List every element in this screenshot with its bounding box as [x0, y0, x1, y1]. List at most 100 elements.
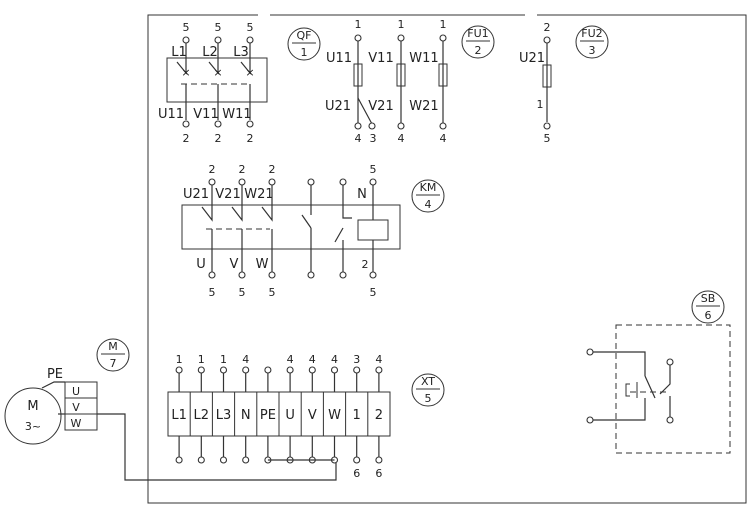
xt-bottom-terminal	[242, 456, 250, 464]
motor-symbol: M	[27, 399, 38, 414]
xt-cell-label: V	[308, 408, 317, 423]
xt-top-terminal	[375, 366, 383, 374]
xt-top-number: 4	[309, 353, 316, 366]
fu1-number: 2	[475, 44, 482, 57]
motor-terminal-v: V	[72, 401, 80, 414]
fu1-tag-badge: FU1 2	[461, 25, 495, 59]
xt-top-number: 4	[287, 353, 294, 366]
xt-top-terminal	[264, 366, 272, 374]
fu2-tag: FU2	[581, 27, 602, 40]
km-top-label: V21	[215, 187, 240, 202]
xt-bottom-number: 6	[375, 467, 382, 480]
qf-top-number: 5	[247, 21, 254, 34]
qf-top-number: 5	[183, 21, 190, 34]
fu1-bottom-number: 4	[440, 132, 447, 145]
fu1-top-label: U11	[326, 51, 352, 66]
fu2-fuse: 2 U21 1 5	[519, 21, 552, 145]
fu1-bottom-label: W21	[409, 99, 438, 114]
xt-top-terminal	[330, 366, 339, 374]
km-top-label: U21	[183, 187, 209, 202]
xt-top-number: 1	[176, 353, 183, 366]
fu1-bottom-number: 4	[355, 132, 362, 145]
km-bottom-number: 5	[209, 286, 216, 299]
fu1-tag: FU1	[467, 27, 488, 40]
fu1-top-label: W11	[409, 51, 438, 66]
svg-text:×: ×	[181, 66, 190, 79]
qf-top-label: L2	[202, 45, 218, 60]
fu1-top-number: 1	[440, 18, 447, 31]
xt-cell-label: L3	[216, 408, 232, 423]
xt-top-number: 4	[375, 353, 382, 366]
fu1-top-number: 1	[355, 18, 362, 31]
xt-tag: XT	[421, 375, 435, 388]
qf-bottom-number: 2	[183, 132, 190, 145]
xt-top-terminal	[286, 366, 294, 374]
xt-cell-label: L2	[194, 408, 210, 423]
fu1-bottom-label: V21	[368, 99, 393, 114]
km-tag: KM	[420, 181, 437, 194]
fu2-top-label: U21	[519, 51, 545, 66]
xt-bottom-terminal	[197, 456, 205, 464]
xt-top-terminal	[308, 366, 316, 374]
motor-tag-badge: M 7	[96, 338, 130, 372]
sb-number: 6	[705, 309, 712, 322]
xt-cell-label: N	[241, 408, 251, 423]
xt-cell-label: PE	[260, 408, 276, 423]
km-top-number: 2	[269, 163, 276, 176]
xt-cell-label: U	[285, 408, 295, 423]
panel-frame	[147, 14, 747, 504]
km-top-number: 2	[239, 163, 246, 176]
xt-top-number: 4	[331, 353, 338, 366]
fu1-bottom-label: U21	[325, 99, 351, 114]
qf-tag-badge: QF 1	[287, 27, 321, 61]
xt-cell-label: W	[328, 408, 341, 423]
xt-top-number: 3	[353, 353, 360, 366]
fu1-top-number: 1	[398, 18, 405, 31]
xt-tag-badge: XT 5	[411, 373, 445, 407]
qf-bottom-number: 2	[215, 132, 222, 145]
qf-top-label: L1	[171, 45, 187, 60]
xt-top-terminal	[242, 366, 250, 374]
km-top-label: N	[357, 187, 367, 202]
svg-text:×: ×	[213, 66, 222, 79]
qf-circuit-breaker: 5 5 5 L1 L2 L3 × × × U11 V11 W11 2 2 2	[158, 21, 268, 145]
xt-top-terminal	[197, 366, 205, 374]
km-bottom-label: W	[256, 257, 269, 272]
fu2-mid-number: 1	[537, 98, 544, 111]
xt-cell-label: L1	[171, 408, 187, 423]
fu1-fuses: 1 1 1 U11 V11 W11 U21 V21 W21 4 3 4 4	[325, 18, 448, 145]
xt-top-number: 1	[198, 353, 205, 366]
xt-bottom-terminal	[375, 456, 383, 464]
km-bottom-label: V	[230, 257, 239, 272]
motor-phase: 3~	[25, 420, 41, 433]
motor-pe-label: PE	[47, 367, 63, 382]
xt-bottom-terminal	[175, 456, 183, 464]
sb-tag: SB	[701, 292, 716, 305]
xt-top-terminal	[353, 366, 361, 374]
xt-bottom-terminal	[353, 456, 361, 464]
svg-text:×: ×	[245, 66, 254, 79]
fu2-bottom-number: 5	[544, 132, 551, 145]
motor-tag: M	[108, 340, 118, 353]
fu2-top-number: 2	[544, 21, 551, 34]
xt-bottom-terminal	[219, 456, 228, 464]
km-number: 4	[425, 198, 432, 211]
km-top-number: 5	[370, 163, 377, 176]
km-bottom-label: U	[196, 257, 206, 272]
xt-cell-label: 2	[375, 408, 383, 423]
qf-bottom-label: V11	[193, 107, 218, 122]
xt-bottom-number: 6	[353, 467, 360, 480]
qf-bottom-label: W11	[222, 107, 251, 122]
fu1-bottom-number: 4	[398, 132, 405, 145]
motor-terminal-u: U	[72, 385, 80, 398]
qf-number: 1	[301, 46, 308, 59]
sb-push-buttons	[586, 324, 731, 454]
xt-top-terminal	[219, 366, 228, 374]
motor-number: 7	[110, 357, 117, 370]
fu1-top-label: V11	[368, 51, 393, 66]
sb-tag-badge: SB 6	[691, 290, 725, 324]
qf-top-number: 5	[215, 21, 222, 34]
fu2-number: 3	[589, 44, 596, 57]
